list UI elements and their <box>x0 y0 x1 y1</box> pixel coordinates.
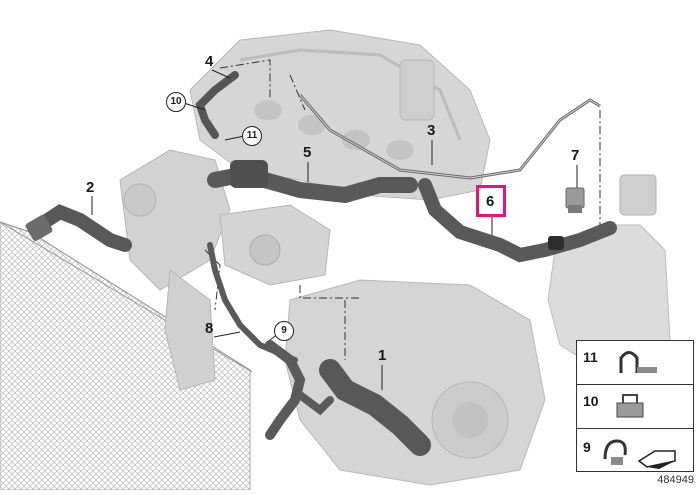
clamp-11-icon <box>619 351 657 373</box>
circled-callout-10: 10 <box>166 92 186 112</box>
hose-part1 <box>319 359 431 456</box>
lower-hose <box>265 340 306 440</box>
expansion-tank <box>547 174 671 371</box>
callout-2: 2 <box>86 179 95 196</box>
thermostat-housing <box>119 149 231 391</box>
water-pump <box>219 204 331 286</box>
clip-9-icon <box>603 439 676 469</box>
hose6-clamp <box>548 236 564 250</box>
callout-1: 1 <box>378 347 387 364</box>
hose5-connector <box>230 160 268 188</box>
legend-number-9: 9 <box>583 439 591 455</box>
legend-row-11: 11 <box>577 341 693 385</box>
legend-row-9: 9 <box>577 429 693 472</box>
callout-7: 7 <box>571 147 580 164</box>
callout-6: 6 <box>486 193 495 210</box>
circled-callout-11: 11 <box>242 126 262 146</box>
highlight-box <box>476 185 506 217</box>
callout-4: 4 <box>205 53 214 70</box>
callout-3: 3 <box>427 122 436 139</box>
legend-number-10: 10 <box>583 393 599 409</box>
engine-cylinder-head <box>189 29 491 201</box>
bleed-screw-part7 <box>565 187 585 213</box>
callout-8: 8 <box>205 320 214 337</box>
small-parts-legend: 11 10 9 <box>576 340 694 472</box>
callout-5: 5 <box>303 144 312 161</box>
vent-line-highlight <box>299 94 601 179</box>
legend-number-11: 11 <box>583 349 598 365</box>
hose2-connector <box>25 214 53 242</box>
diagram-number: 484949 <box>657 474 694 486</box>
callout-pointers <box>91 69 578 390</box>
circled-callout-9: 9 <box>274 321 294 341</box>
hose-part6 <box>418 178 617 263</box>
leader-lines <box>204 59 601 360</box>
legend-row-10: 10 <box>577 385 693 429</box>
hose-part2 <box>33 204 132 252</box>
hose-part4 <box>195 71 239 139</box>
lower-hose-branch <box>296 391 334 416</box>
transmission <box>284 279 546 486</box>
clip-10-icon <box>616 394 644 418</box>
